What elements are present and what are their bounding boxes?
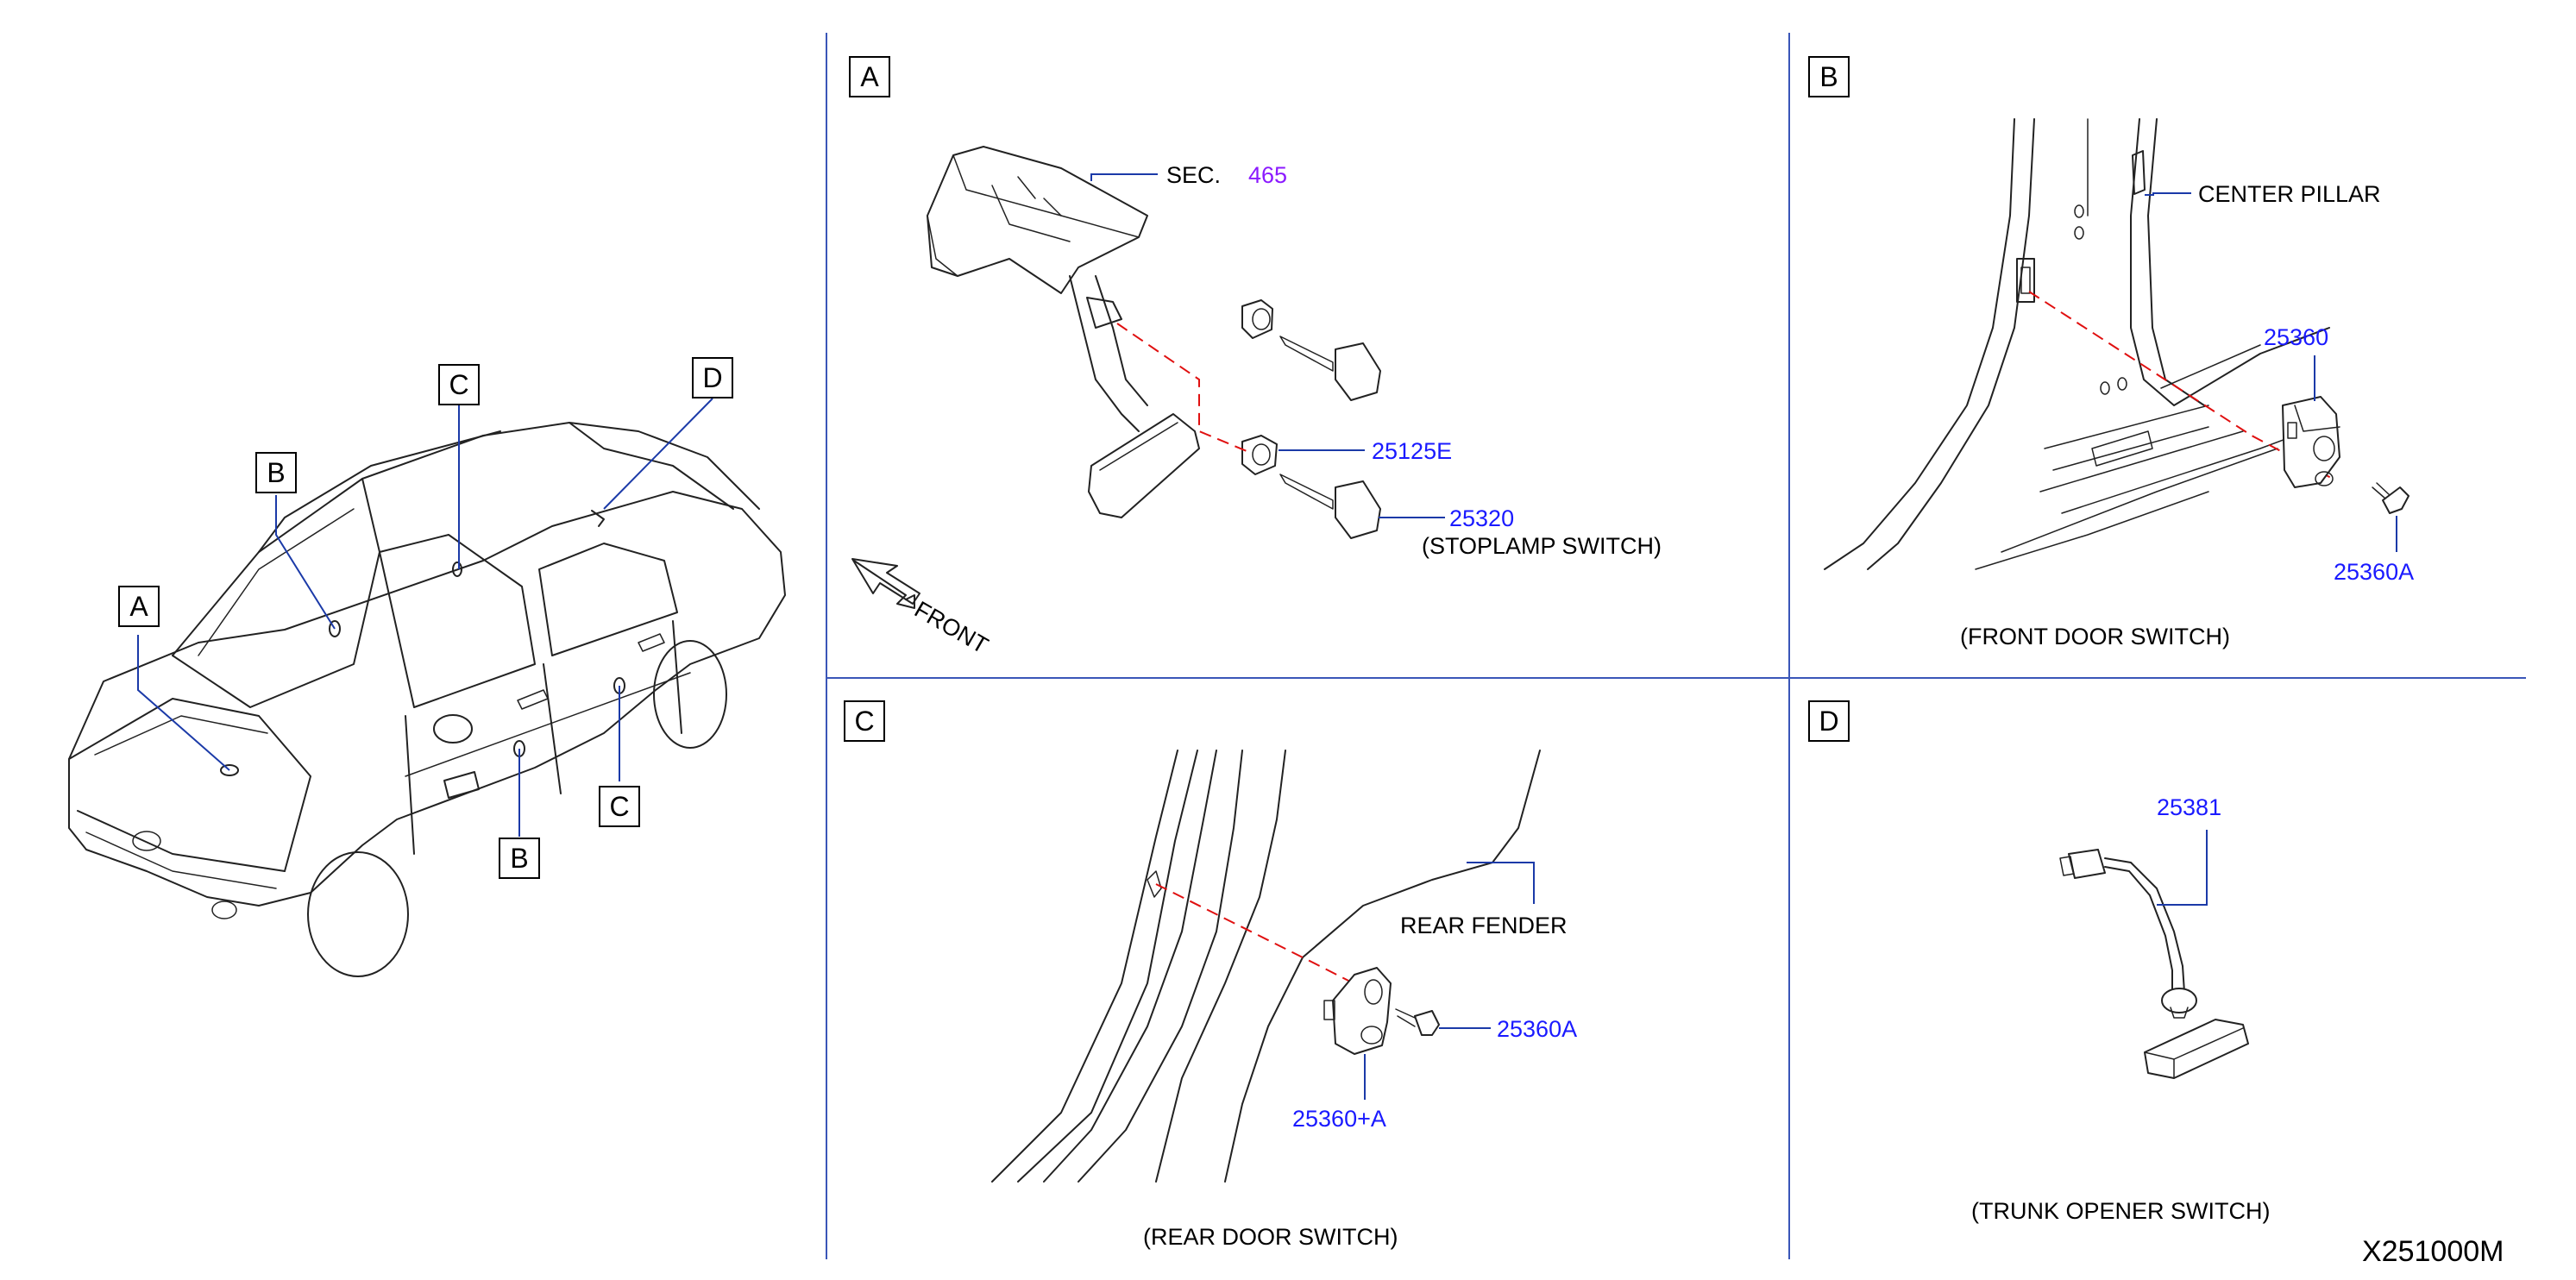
part-25360[interactable]: 25360 [2264, 324, 2328, 350]
part-25360-plus-a[interactable]: 25360+A [1292, 1106, 1386, 1132]
panel-a-label: A [860, 61, 879, 92]
overview-callout-a: A [118, 586, 160, 627]
overview-callout-b-bottom: B [499, 838, 540, 879]
diagram-id: X251000M [2362, 1235, 2504, 1268]
callout-c-label: C [449, 369, 468, 400]
panel-c: C REAR FENDER 25360+A 25360A (REAR [844, 700, 1577, 1250]
car-outline [68, 422, 786, 977]
rear-door-screw [1395, 1008, 1440, 1036]
stoplamp-caption: (STOPLAMP SWITCH) [1422, 533, 1662, 559]
part-25381[interactable]: 25381 [2157, 794, 2221, 820]
front-door-screw [2372, 482, 2410, 514]
stoplamp-switch-lower [1241, 435, 1381, 539]
panel-b-label: B [1819, 61, 1838, 92]
callout-b-label: B [267, 457, 285, 488]
front-door-switch-caption: (FRONT DOOR SWITCH) [1960, 624, 2230, 649]
stoplamp-switch-upper [1241, 299, 1381, 401]
center-pillar-label: CENTER PILLAR [2198, 181, 2381, 207]
section-ref-prefix: SEC. [1166, 162, 1221, 188]
overview-callout-c-bottom: C [599, 786, 640, 827]
overview-callout-d: D [692, 357, 733, 398]
trunk-opener-switch [2059, 849, 2249, 1079]
panel-dividers [826, 33, 2526, 1259]
callout-d-label: D [702, 362, 722, 393]
panel-c-label: C [854, 706, 874, 737]
section-ref-number: 465 [1248, 162, 1287, 188]
rear-fender-drawing [991, 750, 1541, 1183]
panel-d-label: D [1819, 706, 1838, 737]
panel-b: B CENTER PILLAR [1808, 56, 2414, 649]
part-25125e[interactable]: 25125E [1372, 438, 1452, 464]
rear-door-switch-caption: (REAR DOOR SWITCH) [1143, 1224, 1398, 1250]
callout-a-label: A [129, 591, 148, 622]
callout-b-label: B [510, 843, 528, 874]
part-25320[interactable]: 25320 [1449, 505, 1514, 531]
center-pillar-drawing [1824, 118, 2330, 570]
trunk-opener-switch-caption: (TRUNK OPENER SWITCH) [1971, 1198, 2271, 1224]
overview-callout-c-top: C [438, 364, 480, 405]
front-arrow [851, 558, 920, 609]
rear-fender-label: REAR FENDER [1400, 913, 1568, 938]
vehicle-overview: A B C D B C [68, 357, 786, 977]
brake-pedal-bracket [927, 146, 1200, 518]
part-25360a-rear[interactable]: 25360A [1497, 1016, 1577, 1042]
callout-c-label: C [609, 791, 629, 822]
panel-d: D 25381 (TRUNK OPENER SWITCH) [1808, 700, 2271, 1224]
front-door-switch [2282, 396, 2340, 488]
part-25360a[interactable]: 25360A [2334, 559, 2414, 585]
front-arrow-label: FRONT [910, 596, 993, 658]
panel-a: A SEC. 465 [849, 56, 1662, 659]
rear-door-switch [1323, 967, 1392, 1055]
overview-leaders [137, 398, 713, 837]
overview-callout-b-top: B [255, 452, 297, 493]
